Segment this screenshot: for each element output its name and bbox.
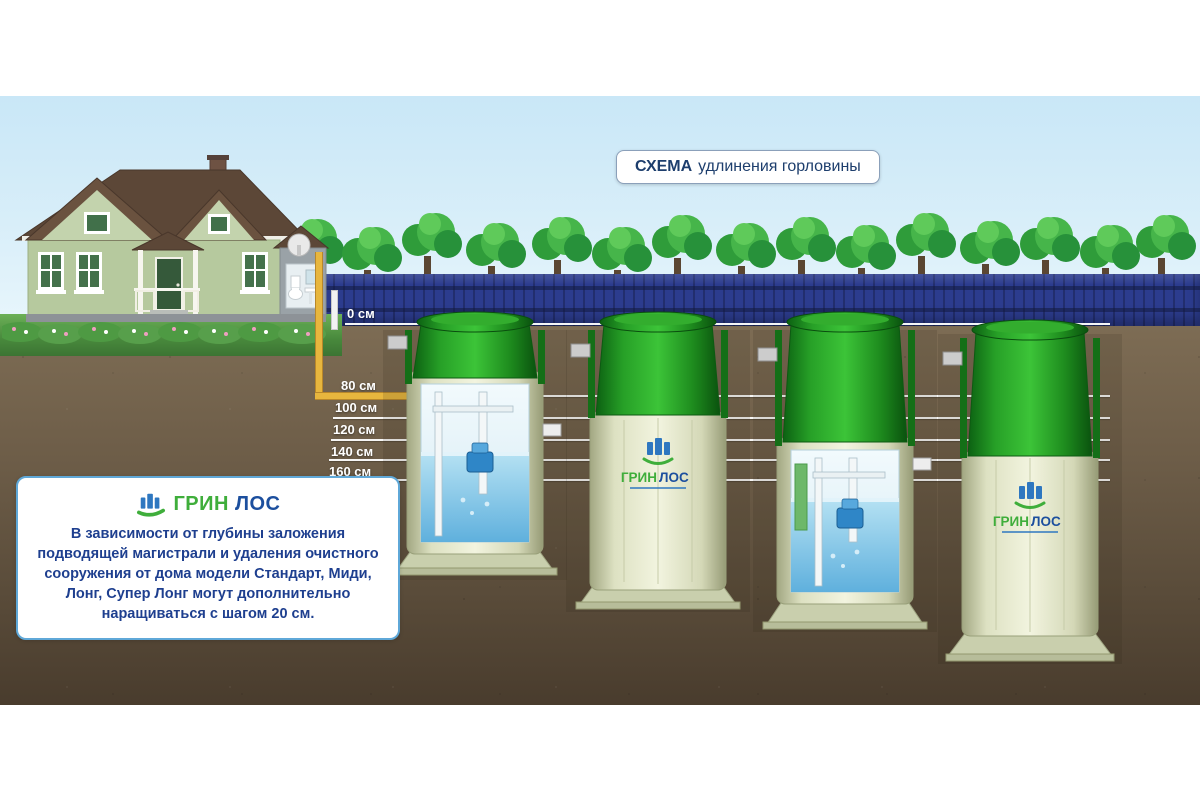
fence-rail: [295, 308, 1200, 312]
brand-icon: [137, 493, 166, 517]
depth-line-100cm: [333, 417, 1110, 419]
porch: [131, 231, 205, 320]
fence-rail: [295, 286, 1200, 290]
info-text: В зависимости от глубины заложения подво…: [37, 526, 379, 622]
house-illustration: [2, 155, 330, 344]
sewer-pipe-horizontal: [315, 392, 415, 400]
depth-label-140cm: 140 см: [331, 444, 374, 459]
window: [36, 252, 66, 294]
sewer-pipe-vertical: [315, 252, 323, 398]
depth-line-160cm: [327, 479, 1110, 481]
window: [240, 252, 270, 294]
depth-label-160cm: 160 см: [329, 464, 372, 479]
brand-green-text: ГРИН: [173, 492, 229, 515]
title-suffix: удлинения горловины: [698, 158, 861, 175]
depth-label-100cm: 100 см: [335, 400, 378, 415]
depth-line-0cm: [345, 323, 1110, 325]
depth-line-80cm: [337, 395, 1110, 397]
house: [14, 155, 330, 322]
depth-label-0cm: 0 см: [347, 306, 375, 321]
flower-bushes: [2, 322, 326, 344]
title-prefix: СХЕМА: [635, 158, 693, 175]
depth-label-80cm: 80 см: [341, 378, 376, 393]
title-badge: СХЕМА удлинения горловины: [616, 150, 880, 184]
fence: [295, 274, 1200, 328]
depth-label-120cm: 120 см: [333, 422, 376, 437]
brand-blue-text: ЛОС: [234, 492, 281, 515]
depth-line-140cm: [329, 459, 1110, 461]
depth-line-120cm: [331, 439, 1110, 441]
vent-pipe: [331, 290, 338, 330]
window: [74, 252, 104, 294]
